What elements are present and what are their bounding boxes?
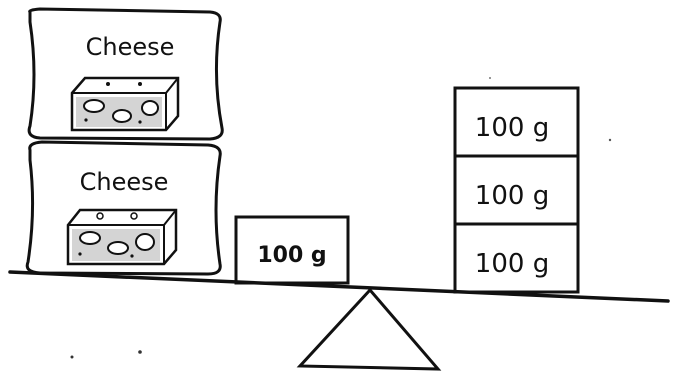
- weight-label-right-3: 100 g: [475, 249, 549, 279]
- cheese-block-icon: [66, 208, 178, 266]
- fulcrum-triangle: [296, 287, 442, 371]
- balance-beam: [8, 270, 670, 303]
- weight-label-right-2: 100 g: [475, 181, 549, 211]
- cheese-label-top: Cheese: [86, 33, 175, 61]
- scan-specks: [70, 77, 612, 359]
- weight-label-right-1: 100 g: [475, 113, 549, 143]
- cheese-block-icon: [70, 76, 180, 132]
- cheese-label-bottom: Cheese: [80, 168, 169, 196]
- cheese-package-top: Cheese: [27, 7, 224, 141]
- weight-box-left: 100 g: [234, 215, 350, 285]
- weight-label-left: 100 g: [257, 243, 326, 268]
- weight-stack-right: 100 g 100 g 100 g: [453, 86, 580, 294]
- cheese-package-bottom: Cheese: [25, 140, 222, 276]
